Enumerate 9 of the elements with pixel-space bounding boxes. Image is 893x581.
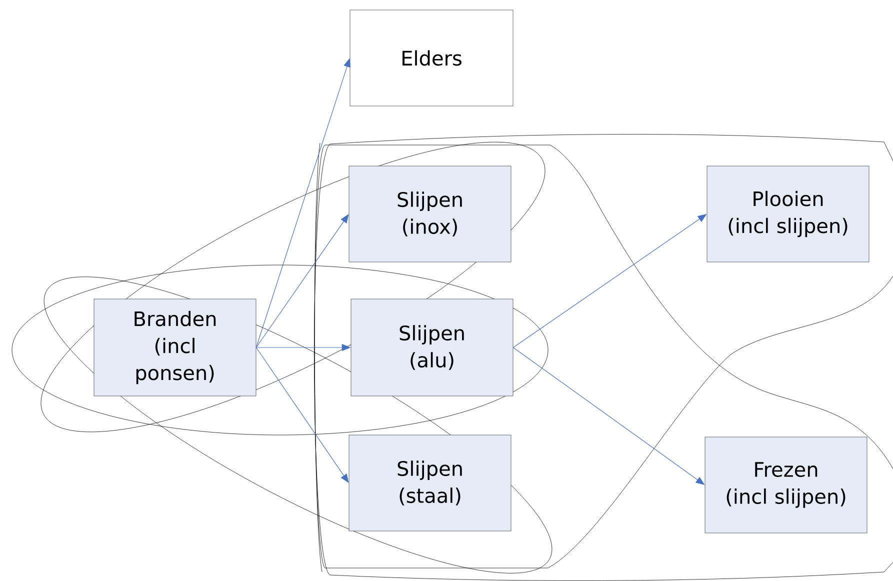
arrow [256, 214, 349, 348]
process-box: Plooien (incl slijpen) [706, 166, 870, 262]
process-box: Frezen (incl slijpen) [704, 436, 868, 534]
process-box: Branden (incl ponsen) [94, 298, 256, 396]
process-box: Slijpen (alu) [350, 298, 514, 396]
arrow [256, 347, 349, 483]
process-box: Slijpen (inox) [348, 166, 512, 262]
process-box: Slijpen (staal) [348, 434, 512, 532]
box: Elders [350, 10, 514, 106]
